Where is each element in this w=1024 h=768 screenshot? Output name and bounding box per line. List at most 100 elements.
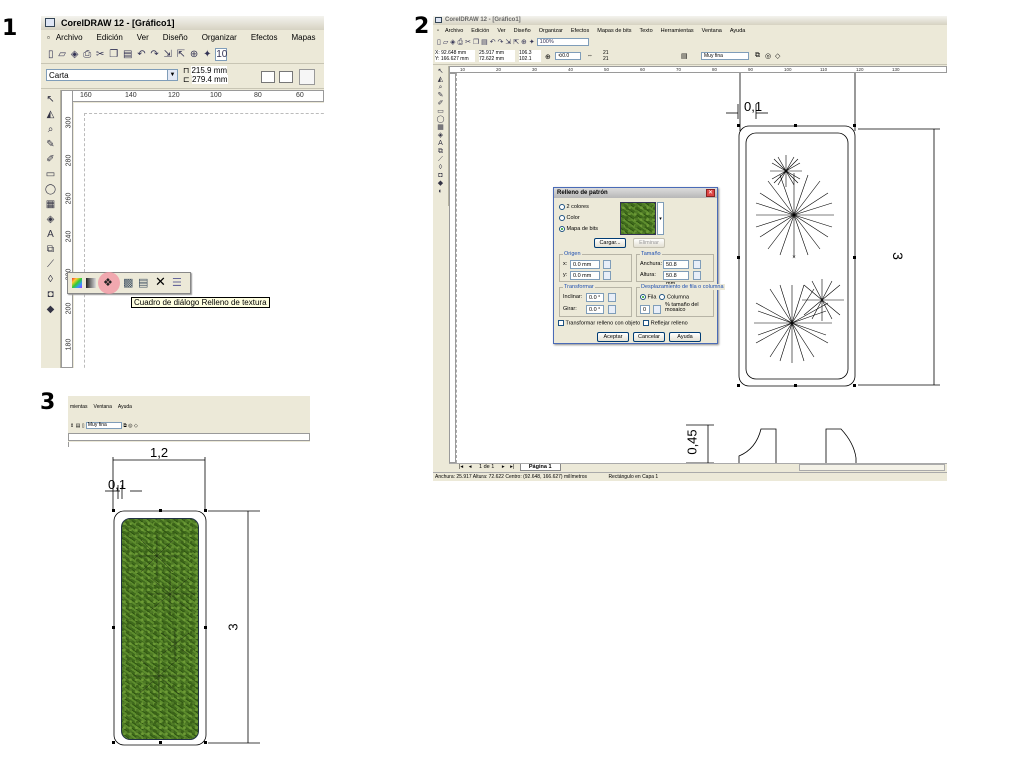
postscript-fill-icon[interactable]: ▤: [138, 277, 149, 289]
width-input[interactable]: 50.8 mm: [663, 260, 689, 276]
spin-icon[interactable]: [693, 260, 701, 269]
page-width-field[interactable]: 215.9 mm: [191, 66, 228, 75]
mirror-checkbox[interactable]: [643, 320, 650, 326]
export-icon[interactable]: ⇱: [176, 49, 186, 60]
menu-mapas-de-bits[interactable]: Mapas de bits: [597, 28, 632, 34]
outline-icon[interactable]: ▯: [81, 423, 85, 429]
landscape-button[interactable]: [279, 71, 293, 83]
page-tab[interactable]: Página 1: [519, 464, 561, 471]
menu-organizar[interactable]: Organizar: [201, 33, 237, 42]
import-icon[interactable]: ⇲: [505, 39, 512, 46]
outline-tool-icon[interactable]: ◊: [438, 164, 443, 171]
pattern-preview[interactable]: [620, 202, 656, 235]
menu-ver[interactable]: Ver: [136, 33, 149, 42]
zoom-tool-icon[interactable]: ⌕: [438, 84, 443, 91]
scan-icon[interactable]: ◈: [450, 39, 456, 46]
print-icon[interactable]: ⎙: [457, 39, 464, 46]
fountain-fill-icon[interactable]: [86, 278, 96, 288]
launcher-icon[interactable]: ✦: [203, 49, 212, 60]
scan-icon[interactable]: ◈: [70, 49, 79, 60]
ellipse-tool-icon[interactable]: ◯: [436, 116, 445, 123]
no-fill-icon[interactable]: ✕: [155, 274, 166, 289]
rectangle-tool-icon[interactable]: ▭: [437, 108, 444, 115]
nudge-2[interactable]: 21: [603, 56, 609, 62]
menu-ventana[interactable]: Ventana: [93, 404, 112, 410]
spin-icon[interactable]: [653, 305, 661, 314]
spin-icon[interactable]: [603, 260, 611, 269]
menu-archivo[interactable]: Archivo: [444, 28, 464, 34]
zoom-field-partial[interactable]: 10: [215, 48, 228, 61]
radio-color[interactable]: [559, 214, 565, 221]
pos-y-field[interactable]: Y: 166.627 mm: [435, 56, 469, 62]
transform-with-object-checkbox[interactable]: [558, 320, 564, 326]
step1-canvas[interactable]: [74, 103, 324, 368]
scale-y-field[interactable]: 102.1: [519, 56, 532, 62]
angle-field[interactable]: ⟲0.0: [555, 52, 581, 60]
zoom-tool-icon[interactable]: ⌕: [47, 124, 54, 135]
skew-input[interactable]: 0.0 °: [586, 293, 604, 302]
paste-icon[interactable]: ▤: [122, 49, 133, 60]
menu-mapas[interactable]: Mapas: [291, 33, 316, 42]
pattern-fill-icon[interactable]: ❖: [103, 277, 113, 289]
color-docker-icon[interactable]: ☰: [172, 277, 182, 289]
copy-icon[interactable]: ❐: [109, 49, 119, 60]
horizontal-scrollbar[interactable]: [799, 464, 945, 471]
menu-texto[interactable]: Texto: [639, 28, 653, 34]
interactive-fill-icon[interactable]: ◆: [437, 180, 444, 187]
page-height-field[interactable]: 279.4 mm: [191, 75, 228, 84]
chevron-down-icon[interactable]: ▼: [167, 70, 177, 80]
interactive-blend-icon[interactable]: ⧉: [46, 244, 55, 255]
pick-tool-icon[interactable]: ↖: [46, 94, 55, 105]
origin-x-input[interactable]: 0.0 mm: [570, 260, 600, 269]
eyedropper-icon[interactable]: ⟋: [47, 259, 54, 270]
delete-button[interactable]: Eliminar: [633, 238, 665, 248]
radio-2colors[interactable]: [559, 203, 565, 210]
cut-icon[interactable]: ✂: [465, 39, 471, 46]
spin-icon[interactable]: [608, 293, 616, 302]
radio-column[interactable]: [659, 294, 666, 300]
paper-size-select[interactable]: Carta ▼: [46, 69, 178, 81]
close-icon[interactable]: ✕: [706, 189, 715, 197]
menu-archivo[interactable]: Archivo: [55, 33, 83, 42]
text-tool-icon[interactable]: A: [47, 229, 54, 240]
to-back-icon[interactable]: ◎: [765, 53, 772, 60]
convert-icon[interactable]: ◇: [775, 53, 781, 60]
print-icon[interactable]: ⎙: [83, 49, 92, 60]
radio-row[interactable]: [640, 294, 646, 300]
prev-page-icon[interactable]: ◂: [468, 464, 472, 470]
new-icon[interactable]: ▯: [48, 49, 54, 60]
cancel-button[interactable]: Cancelar: [633, 332, 665, 342]
mirror-icon[interactable]: ⇔: [587, 53, 593, 59]
zoom-select[interactable]: 100%: [536, 38, 589, 47]
radio-bitmap[interactable]: [559, 225, 565, 232]
rectangle-tool-icon[interactable]: ▭: [45, 169, 56, 180]
outline-tool-icon[interactable]: ◊: [48, 274, 53, 285]
menu-ventana[interactable]: Ventana: [701, 28, 722, 34]
menu-edicion[interactable]: Edición: [96, 33, 123, 42]
menu-efectos[interactable]: Efectos: [250, 33, 278, 42]
offset-input[interactable]: 0: [640, 305, 650, 314]
size-w-field[interactable]: 25.917 mm: [479, 50, 505, 56]
new-icon[interactable]: ▯: [437, 39, 441, 46]
graph-paper-icon[interactable]: ▦: [45, 199, 56, 210]
freehand-tool-icon[interactable]: ✎: [437, 92, 444, 99]
to-front-icon[interactable]: ⧉: [123, 423, 127, 429]
load-button[interactable]: Cargar...: [594, 238, 626, 248]
origin-y-input[interactable]: 0.0 mm: [570, 271, 600, 280]
export-icon[interactable]: ⇱: [513, 39, 520, 46]
shape-tool-icon[interactable]: ◭: [46, 109, 55, 120]
menu-herramientas[interactable]: mientas: [70, 404, 88, 410]
menu-ayuda[interactable]: Ayuda: [729, 28, 746, 34]
menu-efectos[interactable]: Efectos: [570, 28, 590, 34]
to-back-icon[interactable]: ◎: [128, 423, 133, 429]
nudge-icon[interactable]: ⇕: [70, 423, 75, 429]
all-pages-button[interactable]: [299, 69, 315, 85]
cut-icon[interactable]: ✂: [96, 49, 105, 60]
convert-icon[interactable]: ◇: [134, 423, 138, 429]
nudge-1[interactable]: 21: [603, 50, 609, 56]
smart-drawing-icon[interactable]: ✐: [46, 154, 55, 165]
spin-icon[interactable]: [603, 271, 611, 280]
height-input[interactable]: 50.8 mm: [663, 271, 689, 287]
